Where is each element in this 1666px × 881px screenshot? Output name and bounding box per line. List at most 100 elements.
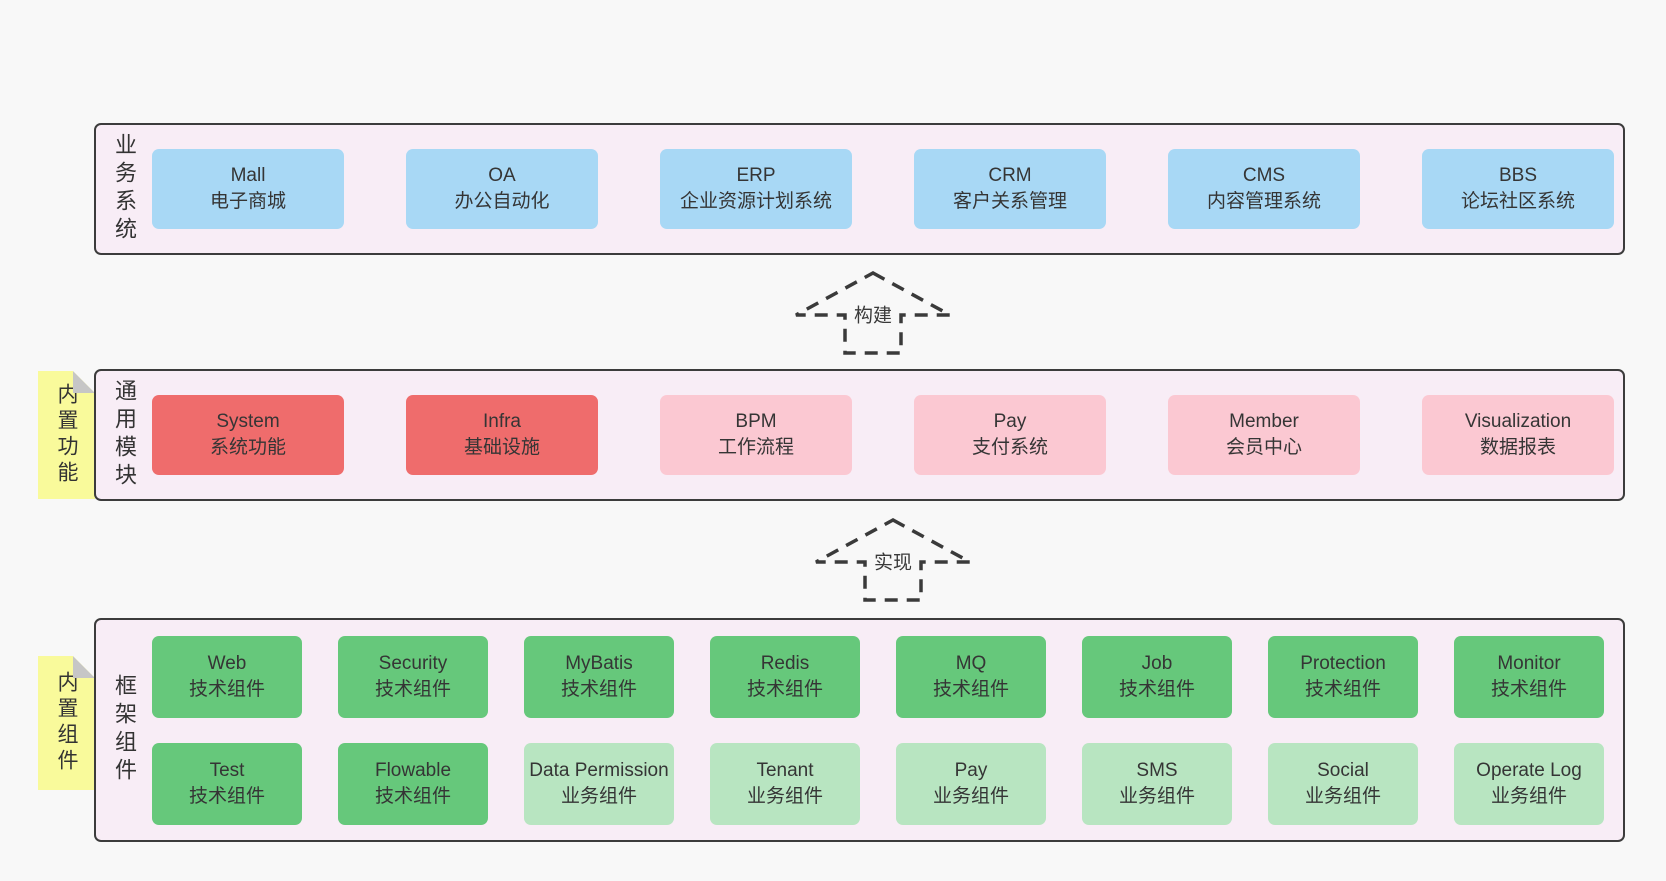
layer-label-business-systems: 业务系统 xyxy=(96,125,152,253)
layer-label-text: 框架组件 xyxy=(112,674,137,786)
box-subtitle: 技术组件 xyxy=(1304,678,1381,700)
box-subtitle: 内容管理系统 xyxy=(1206,191,1321,212)
box-protection: Protection 技术组件 xyxy=(1268,635,1418,718)
sticky-note-built-in-features: 内置功能 xyxy=(38,371,95,499)
box-monitor: Monitor 技术组件 xyxy=(1454,635,1604,718)
layer-label-text: 通用模块 xyxy=(112,379,137,491)
sticky-note-label: 内置功能 xyxy=(55,383,78,487)
box-title: Visualization xyxy=(1464,411,1572,432)
box-subtitle: 支付系统 xyxy=(971,437,1048,458)
box-title: Tenant xyxy=(756,759,814,781)
box-mall: Mall 电子商城 xyxy=(152,149,344,229)
box-subtitle: 数据报表 xyxy=(1479,437,1556,458)
layer-label-common-modules: 通用模块 xyxy=(96,371,152,499)
box-title: Web xyxy=(207,652,247,674)
box-title: Protection xyxy=(1300,652,1386,674)
box-crm: CRM 客户关系管理 xyxy=(914,149,1106,229)
box-subtitle: 办公自动化 xyxy=(454,191,550,212)
box-title: Test xyxy=(209,759,245,781)
box-pay: Pay 支付系统 xyxy=(914,395,1106,475)
box-subtitle: 业务组件 xyxy=(1304,785,1381,807)
box-mq: MQ 技术组件 xyxy=(896,635,1046,718)
box-subtitle: 技术组件 xyxy=(374,785,451,807)
box-subtitle: 技术组件 xyxy=(932,678,1009,700)
box-subtitle: 客户关系管理 xyxy=(952,191,1067,212)
dashed-up-arrow-icon xyxy=(795,271,951,355)
components-row-2: Test 技术组件 Flowable 技术组件 Data Permission 业务组件 T… xyxy=(152,742,1623,825)
box-title: Social xyxy=(1317,759,1369,781)
box-subtitle: 工作流程 xyxy=(717,437,794,458)
box-title: BBS xyxy=(1498,165,1538,186)
layer-label-framework-components: 框架组件 xyxy=(96,620,152,840)
layer-business-systems: 业务系统 Mall 电子商城 OA 办公自动化 ERP 企业资源计划系统 CRM 客户关系管理… xyxy=(94,123,1625,255)
box-member: Member 会员中心 xyxy=(1168,395,1360,475)
box-title: Operate Log xyxy=(1476,759,1582,781)
box-erp: ERP 企业资源计划系统 xyxy=(660,149,852,229)
box-mybatis: MyBatis 技术组件 xyxy=(524,635,674,718)
arrow-label-build: 构建 xyxy=(850,299,896,329)
box-title: BPM xyxy=(735,411,777,432)
box-subtitle: 技术组件 xyxy=(188,785,265,807)
box-title: CMS xyxy=(1242,165,1286,186)
box-web: Web 技术组件 xyxy=(152,635,302,718)
box-title: Infra xyxy=(482,411,522,432)
build-arrow: 构建 xyxy=(793,270,953,356)
box-subtitle: 业务组件 xyxy=(560,785,637,807)
implement-arrow: 实现 xyxy=(813,517,973,603)
dashed-up-arrow-icon xyxy=(815,518,971,602)
box-subtitle: 技术组件 xyxy=(374,678,451,700)
box-subtitle: 业务组件 xyxy=(1490,785,1567,807)
box-subtitle: 技术组件 xyxy=(1118,678,1195,700)
box-title: Job xyxy=(1141,652,1173,674)
box-title: System xyxy=(216,411,280,432)
box-bbs: BBS 论坛社区系统 xyxy=(1422,149,1614,229)
box-visualization: Visualization 数据报表 xyxy=(1422,395,1614,475)
box-title: MyBatis xyxy=(565,652,633,674)
box-subtitle: 企业资源计划系统 xyxy=(679,191,832,212)
box-title: Monitor xyxy=(1497,652,1561,674)
box-cms: CMS 内容管理系统 xyxy=(1168,149,1360,229)
box-subtitle: 论坛社区系统 xyxy=(1460,191,1575,212)
box-title: Member xyxy=(1229,411,1299,432)
box-subtitle: 业务组件 xyxy=(932,785,1009,807)
box-title: SMS xyxy=(1136,759,1178,781)
box-subtitle: 技术组件 xyxy=(560,678,637,700)
box-subtitle: 技术组件 xyxy=(188,678,265,700)
box-oa: OA 办公自动化 xyxy=(406,149,598,229)
box-subtitle: 会员中心 xyxy=(1225,437,1302,458)
box-title: Pay xyxy=(954,759,988,781)
sticky-note-built-in-components: 内置组件 xyxy=(38,656,95,790)
box-title: OA xyxy=(488,165,516,186)
box-subtitle: 技术组件 xyxy=(1490,678,1567,700)
box-bpm: BPM 工作流程 xyxy=(660,395,852,475)
box-test: Test 技术组件 xyxy=(152,742,302,825)
sticky-note-label: 内置组件 xyxy=(55,671,78,775)
box-title: Data Permission xyxy=(529,759,669,781)
box-pay: Pay 业务组件 xyxy=(896,742,1046,825)
arrow-label-implement: 实现 xyxy=(870,546,916,576)
box-operate-log: Operate Log 业务组件 xyxy=(1454,742,1604,825)
box-subtitle: 技术组件 xyxy=(746,678,823,700)
box-social: Social 业务组件 xyxy=(1268,742,1418,825)
box-title: ERP xyxy=(736,165,776,186)
box-title: CRM xyxy=(988,165,1032,186)
box-title: Flowable xyxy=(374,759,452,781)
layer-label-text: 业务系统 xyxy=(112,133,137,245)
box-job: Job 技术组件 xyxy=(1082,635,1232,718)
box-subtitle: 业务组件 xyxy=(746,785,823,807)
box-title: Mall xyxy=(230,165,266,186)
box-title: MQ xyxy=(955,652,987,674)
box-subtitle: 电子商城 xyxy=(209,191,286,212)
box-title: Pay xyxy=(993,411,1027,432)
